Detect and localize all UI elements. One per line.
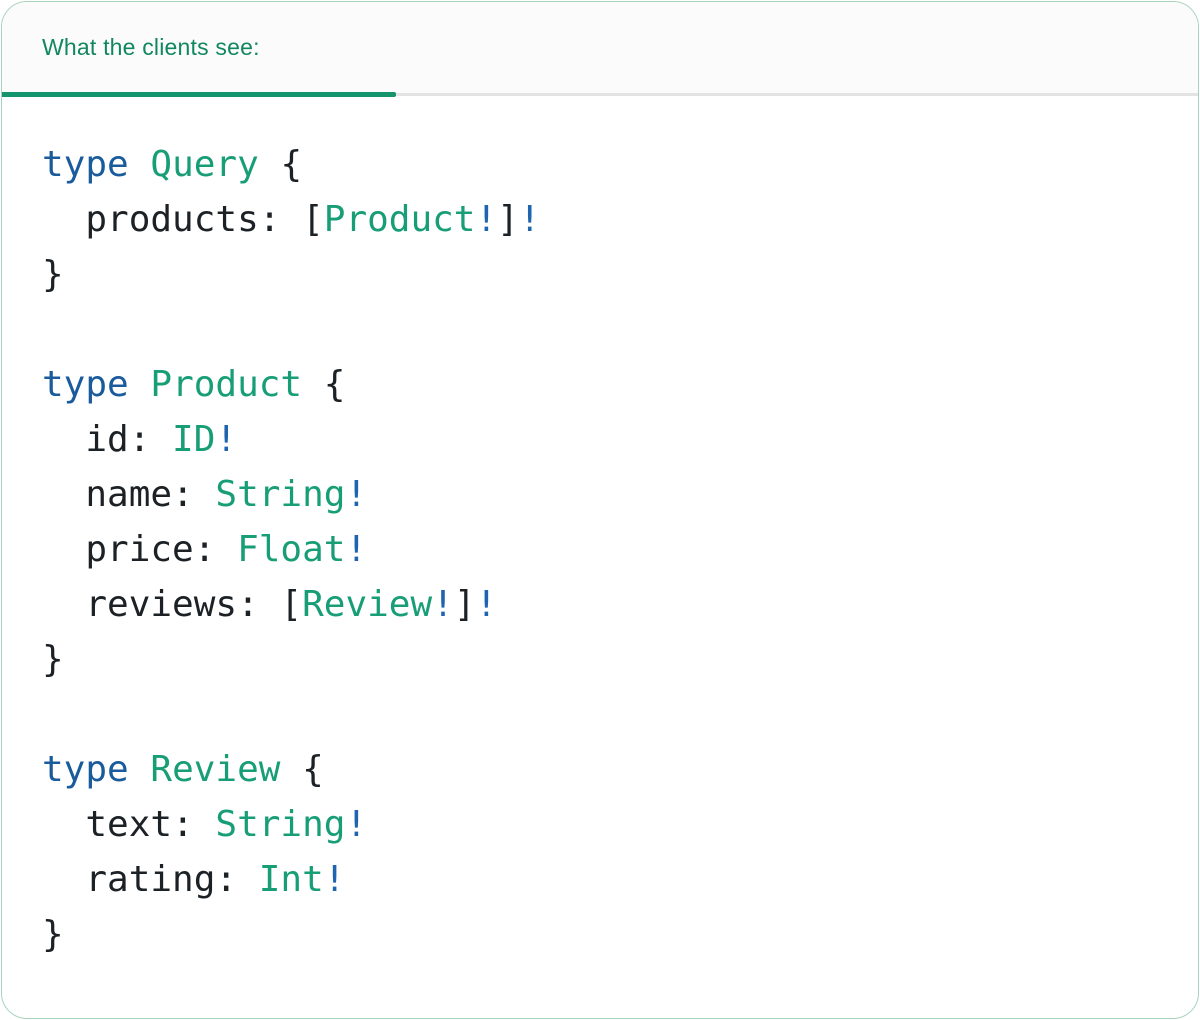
code-line: type Product { [42, 364, 346, 405]
code-line: } [42, 639, 64, 680]
code-line: products: [Product!]! [42, 199, 541, 240]
code-line: type Query { [42, 144, 303, 185]
tab-bar: What the clients see: [2, 2, 1198, 97]
code-line: type Review { [42, 749, 324, 790]
code-line [42, 687, 1158, 742]
code-line: rating: Int! [42, 859, 346, 900]
code-line: } [42, 914, 64, 955]
code-line: reviews: [Review!]! [42, 584, 498, 625]
tab-what-clients-see[interactable]: What the clients see: [42, 2, 260, 93]
code-block: type Query { products: [Product!]!} type … [2, 96, 1198, 962]
code-line [42, 302, 1158, 357]
code-line: price: Float! [42, 529, 368, 570]
code-line: } [42, 254, 64, 295]
code-line: name: String! [42, 474, 368, 515]
tab-label: What the clients see: [42, 34, 260, 60]
active-tab-indicator [2, 92, 396, 97]
code-line: text: String! [42, 804, 368, 845]
code-line: id: ID! [42, 419, 238, 460]
